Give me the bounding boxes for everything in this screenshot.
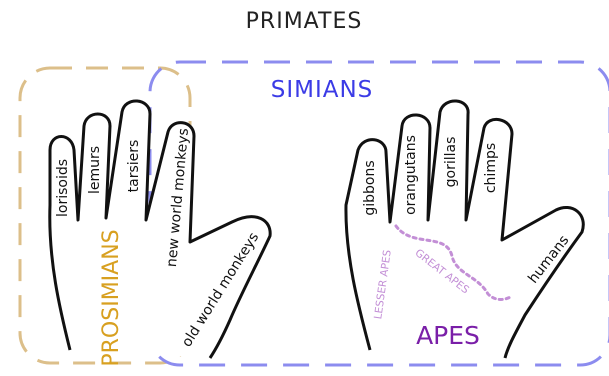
diagram-title: PRIMATES	[246, 9, 363, 34]
finger-label-orangutans: orangutans	[403, 135, 419, 215]
finger-label-lemurs: lemurs	[87, 146, 103, 194]
finger-label-gorillas: gorillas	[443, 137, 459, 188]
group-label-prosimians: PROSIMIANS	[99, 229, 124, 366]
finger-label-gibbons: gibbons	[362, 160, 378, 215]
group-label-simians: SIMIANS	[271, 77, 374, 103]
finger-label-tarsiers: tarsiers	[126, 140, 142, 193]
left-hand-outline	[50, 101, 270, 358]
group-label-apes: APES	[416, 321, 480, 350]
finger-label-lorisoids: lorisoids	[55, 159, 71, 217]
finger-label-chimps: chimps	[483, 143, 499, 193]
